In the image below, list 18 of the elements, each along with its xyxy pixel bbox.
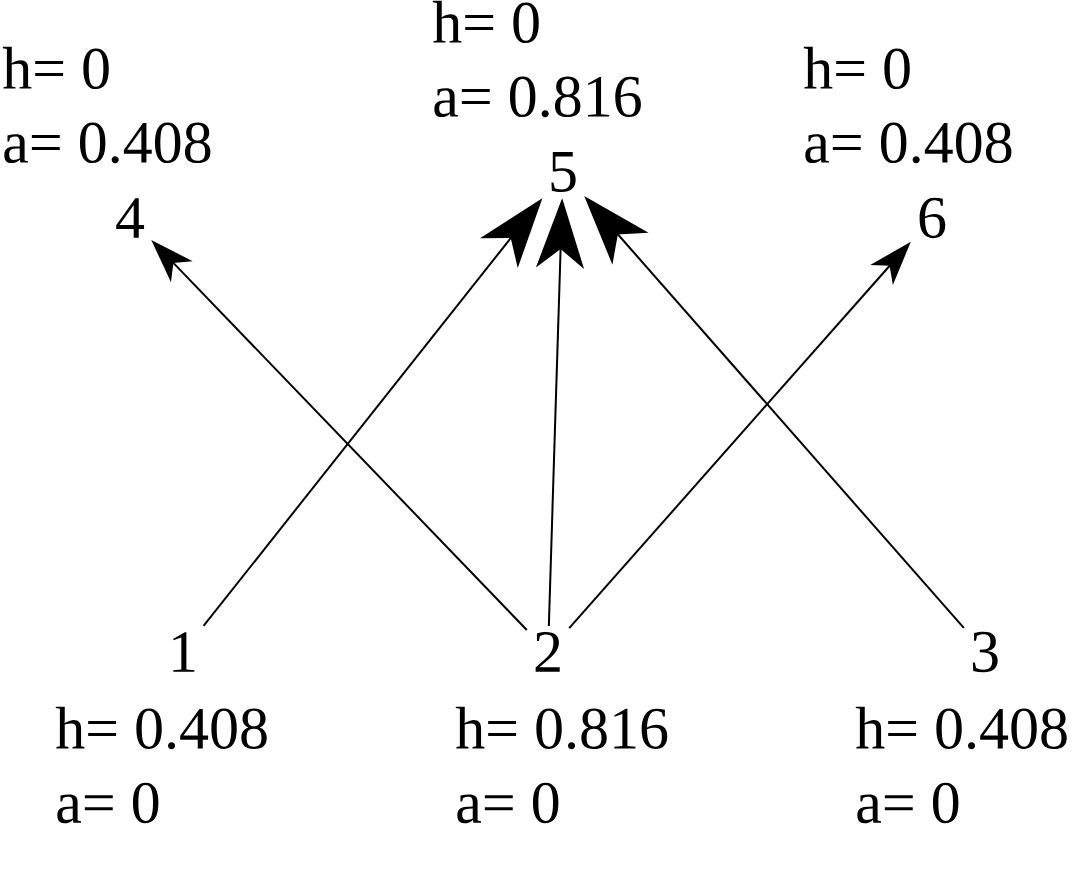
value-label: a= 0.408: [4, 122, 211, 164]
value-label: h= 0: [2, 46, 109, 90]
value-label: a= 0.408: [805, 122, 1012, 164]
value-label: h= 0.816: [455, 706, 668, 750]
value-label: h= 0: [432, 0, 539, 44]
value-label: a= 0: [857, 782, 959, 824]
value-label: h= 0.408: [55, 706, 267, 750]
value-label: h= 0.408: [855, 706, 1067, 750]
node-number: 5: [551, 152, 576, 192]
node-number: 4: [116, 198, 145, 238]
value-label: a= 0.816: [434, 76, 641, 118]
node-number: 6: [919, 197, 946, 239]
value-label: a= 0: [57, 782, 159, 824]
node-number: 2: [535, 632, 560, 672]
value-label: a= 0: [457, 782, 559, 824]
node-number: 1: [173, 632, 195, 672]
node-number: 3: [972, 631, 998, 673]
value-label: h= 0: [803, 46, 910, 90]
